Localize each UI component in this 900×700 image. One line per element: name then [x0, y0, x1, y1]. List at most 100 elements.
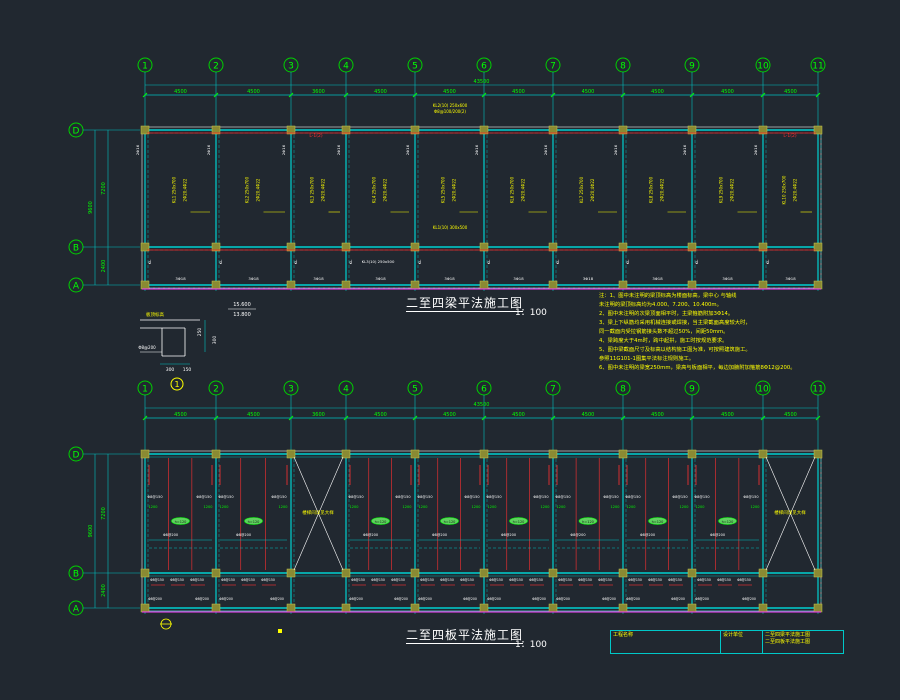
slab-span-dim: 4500 [784, 412, 797, 418]
slab-column [286, 568, 296, 578]
slab-column [410, 449, 420, 459]
slab-thickness-tag [171, 517, 190, 525]
slab-column [618, 568, 628, 578]
beam-bottom-rebar: 3Φ18 [722, 276, 733, 281]
beam-row-bay-dim: 2400 [101, 260, 107, 273]
detail-dim-text: 250 [197, 328, 203, 337]
slab-rebar-length: 1200 [696, 505, 705, 509]
beam-span-dim: 4500 [247, 89, 260, 95]
slab-span-dim: 4500 [721, 412, 734, 418]
beam-rebar-tag: KL [293, 259, 298, 264]
beam-dim-tick [815, 92, 821, 98]
slab-column [479, 449, 489, 459]
beam-dim-tick [213, 92, 219, 98]
beam-bottom-rebar: 3Φ18 [583, 276, 594, 281]
slab-rebar-length: 1200 [350, 505, 359, 509]
slab-thickness-text: h=120 [582, 520, 594, 524]
beam-dim-tick [481, 92, 487, 98]
beam-rebar-tag: 2Φ16 [336, 144, 341, 155]
slab-rebar-length: 1200 [220, 505, 229, 509]
slab-edge-rebar: Φ8@200 [695, 597, 709, 601]
note-line: 未注明的梁顶标高均为4.000、7.200、10.400m。 [599, 302, 722, 308]
slab-thickness-tag [578, 517, 598, 525]
note-line: 3、梁上下纵筋均采用机械连接或焊接，当主梁截面高度较大时， [599, 320, 751, 326]
slab-column [548, 568, 558, 578]
slab-thickness-tag [509, 517, 528, 525]
slab-column [548, 449, 558, 459]
slab-rebar-length: 1200 [419, 505, 428, 509]
slab-edge-rebar: Φ8@200 [219, 597, 233, 601]
slab-rebar-text: Φ8@150 [417, 495, 432, 499]
slab-column [813, 449, 823, 459]
slab-rebar-text: Φ8@150 [694, 495, 709, 499]
slab-opening-cross [765, 456, 816, 571]
beam-column [286, 280, 296, 290]
slab-edge-rebar: Φ8@200 [671, 597, 685, 601]
slab-edge-rebar: Φ8@150 [628, 578, 642, 582]
slab-rebar-text: Φ8@200 [570, 533, 585, 537]
beam-column [410, 125, 420, 135]
slab-column [211, 449, 221, 459]
slab-thickness-text: h=120 [652, 520, 664, 524]
beam-annotation: 2Φ20;4Φ22 [660, 178, 665, 201]
slab-column [758, 568, 768, 578]
slab-dim-tick [213, 415, 219, 421]
beam-span-dim: 4500 [651, 89, 664, 95]
beam-bottom-rebar: 3Φ18 [313, 276, 324, 281]
beam-axis-bubble-label: 3 [288, 62, 294, 72]
slab-edge-rebar: Φ8@150 [241, 578, 255, 582]
slab-axis-bubble-label: 5 [412, 385, 418, 395]
detail-marker-label: 1 [174, 380, 179, 389]
slab-edge-rebar: Φ8@200 [195, 597, 209, 601]
slab-span-dim: 4500 [374, 412, 387, 418]
beam-column [211, 280, 221, 290]
slab-rebar-text: Φ8@150 [464, 495, 479, 499]
beam-annotation: KL5 250x700 [441, 176, 446, 203]
slab-plan-scale: 1：100 [515, 640, 547, 650]
detail-note: 板顶标高 [146, 311, 164, 318]
beam-column [140, 280, 150, 290]
slab-opening-note: 楼梯间详见大样 [302, 509, 334, 516]
beam-overall-dim: 43500 [474, 79, 490, 85]
note-line: 同一截面内受拉钢筋接头数不超过50%，间距50mm。 [599, 329, 729, 335]
slab-axis-bubble-label: 10 [757, 385, 769, 395]
beam-bottom-rebar: 3Φ18 [175, 276, 186, 281]
beam-column [758, 280, 768, 290]
beam-dim-tick [288, 92, 294, 98]
slab-rebar-text: Φ8@200 [432, 533, 447, 537]
slab-column [618, 603, 628, 613]
beam-rebar-tag: 2Φ16 [405, 144, 410, 155]
slab-rebar-text: Φ8@150 [147, 495, 162, 499]
beam-rebar-tag: KL [218, 259, 223, 264]
beam-annotation: 2Φ20;4Φ22 [452, 178, 457, 201]
beam-column [479, 280, 489, 290]
slab-rebar-text: Φ8@150 [196, 495, 211, 499]
slab-rebar-text: Φ8@150 [395, 495, 410, 499]
slab-rebar-length: 1200 [627, 505, 636, 509]
slab-row-bay-dim: 2400 [101, 584, 107, 597]
beam-row-bay-dim: 7200 [101, 182, 107, 195]
slab-thickness-text: h=120 [248, 520, 260, 524]
beam-column [341, 280, 351, 290]
slab-thickness-text: h=120 [175, 520, 187, 524]
slab-edge-rebar: Φ8@150 [170, 578, 184, 582]
title-block-designer: 设计单位 [721, 631, 763, 653]
beam-column [286, 242, 296, 252]
slab-column [341, 603, 351, 613]
beam-bottom-rebar: 3Φ18 [652, 276, 663, 281]
slab-edge-rebar: Φ8@200 [394, 597, 408, 601]
slab-column [548, 603, 558, 613]
beam-column [813, 242, 823, 252]
beam-column [618, 125, 628, 135]
beam-column [618, 242, 628, 252]
slab-dim-tick [142, 415, 148, 421]
beam-annotation: KL10 250x700 [782, 175, 787, 204]
slab-column [410, 568, 420, 578]
slab-rebar-length: 1200 [204, 505, 213, 509]
beam-row-bubble-label: A [73, 282, 80, 292]
slab-edge-rebar: Φ8@200 [602, 597, 616, 601]
beam-annotation: KL3 250x700 [310, 176, 315, 203]
